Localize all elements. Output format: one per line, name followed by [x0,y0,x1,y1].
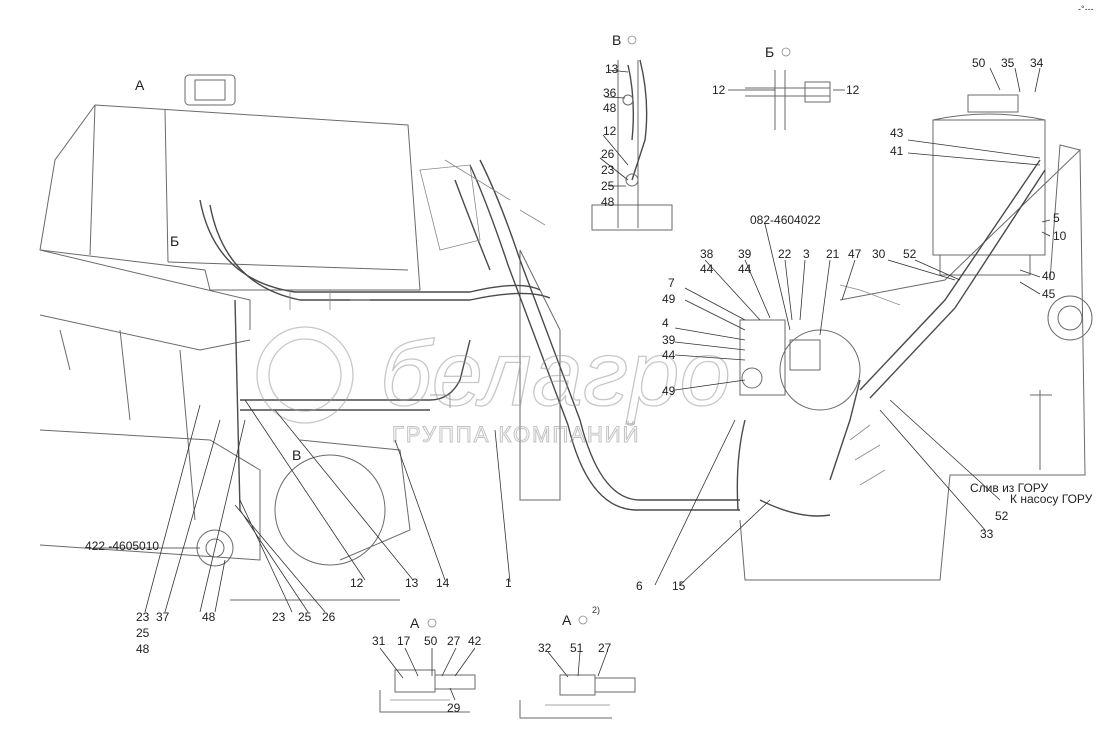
callout: 48 [202,610,216,624]
callout: 52 [995,509,1009,523]
callout: 38 [700,247,714,261]
drain-label: Слив из ГОРУ [970,481,1049,495]
callout: 12 [603,124,617,138]
view-a-label: А [135,77,145,93]
detail-b-title: Б [765,44,774,60]
callout: 44 [700,262,714,276]
callout: 25 [601,179,615,193]
callout: 6 [636,579,643,593]
leader-lines [93,67,1051,701]
callout: 5 [1053,211,1060,225]
callout: 43 [890,126,904,140]
callout: 47 [848,247,862,261]
callout: 26 [601,147,615,161]
callout: 31 [372,634,386,648]
callout: 44 [662,348,676,362]
callout: 23 [136,610,150,624]
callout: 49 [662,384,676,398]
detail-a2-note: 2) [592,605,600,615]
callout: 15 [672,579,686,593]
callout: 12 [350,576,364,590]
corner-mark: -°--- [1078,4,1094,14]
callout: 50 [972,56,986,70]
callout: 50 [424,634,438,648]
callout: 13 [405,576,419,590]
callout: 23 [601,163,615,177]
callout: 30 [872,247,886,261]
detail-a1 [379,669,476,713]
callout: 49 [662,292,676,306]
callout: 51 [570,641,584,655]
callout: 7 [668,276,675,290]
callout: 23 [272,610,286,624]
callout: 27 [447,634,461,648]
callout: 32 [538,641,552,655]
callout: 39 [662,333,676,347]
watermark-brand: белагро [380,323,731,425]
callout: 12 [712,83,726,97]
callout: 44 [738,262,752,276]
detail-a2-title: А [562,612,572,628]
callout: 41 [890,144,904,158]
callout: 10 [1053,229,1067,243]
callout: 42 [468,634,482,648]
reference-texts: 422 -4605010 082-4604022 Слив из ГОРУ К … [85,4,1094,553]
callout: 26 [322,610,336,624]
callout: 45 [1042,287,1056,301]
detail-a1-title: А [410,615,420,631]
callout: 1 [505,576,512,590]
callout: 36 [603,86,617,100]
callout: 48 [136,642,150,656]
callout: 3 [803,247,810,261]
callout: 27 [598,641,612,655]
detail-v-title: В [612,32,621,48]
callout: 25 [298,610,312,624]
ref-422: 422 -4605010 [85,539,159,553]
watermark-subtitle: ГРУППА КОМПАНИЙ [392,422,641,447]
callout: 37 [156,610,170,624]
callout: 29 [447,701,461,715]
detail-v [591,59,673,231]
detail-b [745,70,831,130]
view-labels: А Б В В Б А А 2) [135,32,791,631]
view-v-label: В [292,447,301,463]
ref-082: 082-4604022 [750,213,821,227]
callout: 14 [436,576,450,590]
callout: 40 [1042,269,1056,283]
watermark: белагро ГРУППА КОМПАНИЙ [256,322,731,448]
callout: 22 [778,247,792,261]
callout: 12 [846,83,860,97]
callout: 39 [738,247,752,261]
callouts: 13 36 48 12 26 23 25 48 12 12 50 35 34 4… [136,56,1067,715]
callout: 21 [826,247,840,261]
callout: 34 [1030,56,1044,70]
callout: 4 [662,316,669,330]
callout: 48 [603,101,617,115]
detail-a2 [519,674,636,719]
callout: 48 [601,195,615,209]
callout: 52 [903,247,917,261]
callout: 35 [1001,56,1015,70]
pump-label: К насосу ГОРУ [1010,492,1093,506]
callout: 33 [980,527,994,541]
main-drawing [39,74,1093,601]
view-b-label: Б [170,233,179,249]
callout: 17 [397,634,411,648]
callout: 13 [605,62,619,76]
callout: 25 [136,626,150,640]
